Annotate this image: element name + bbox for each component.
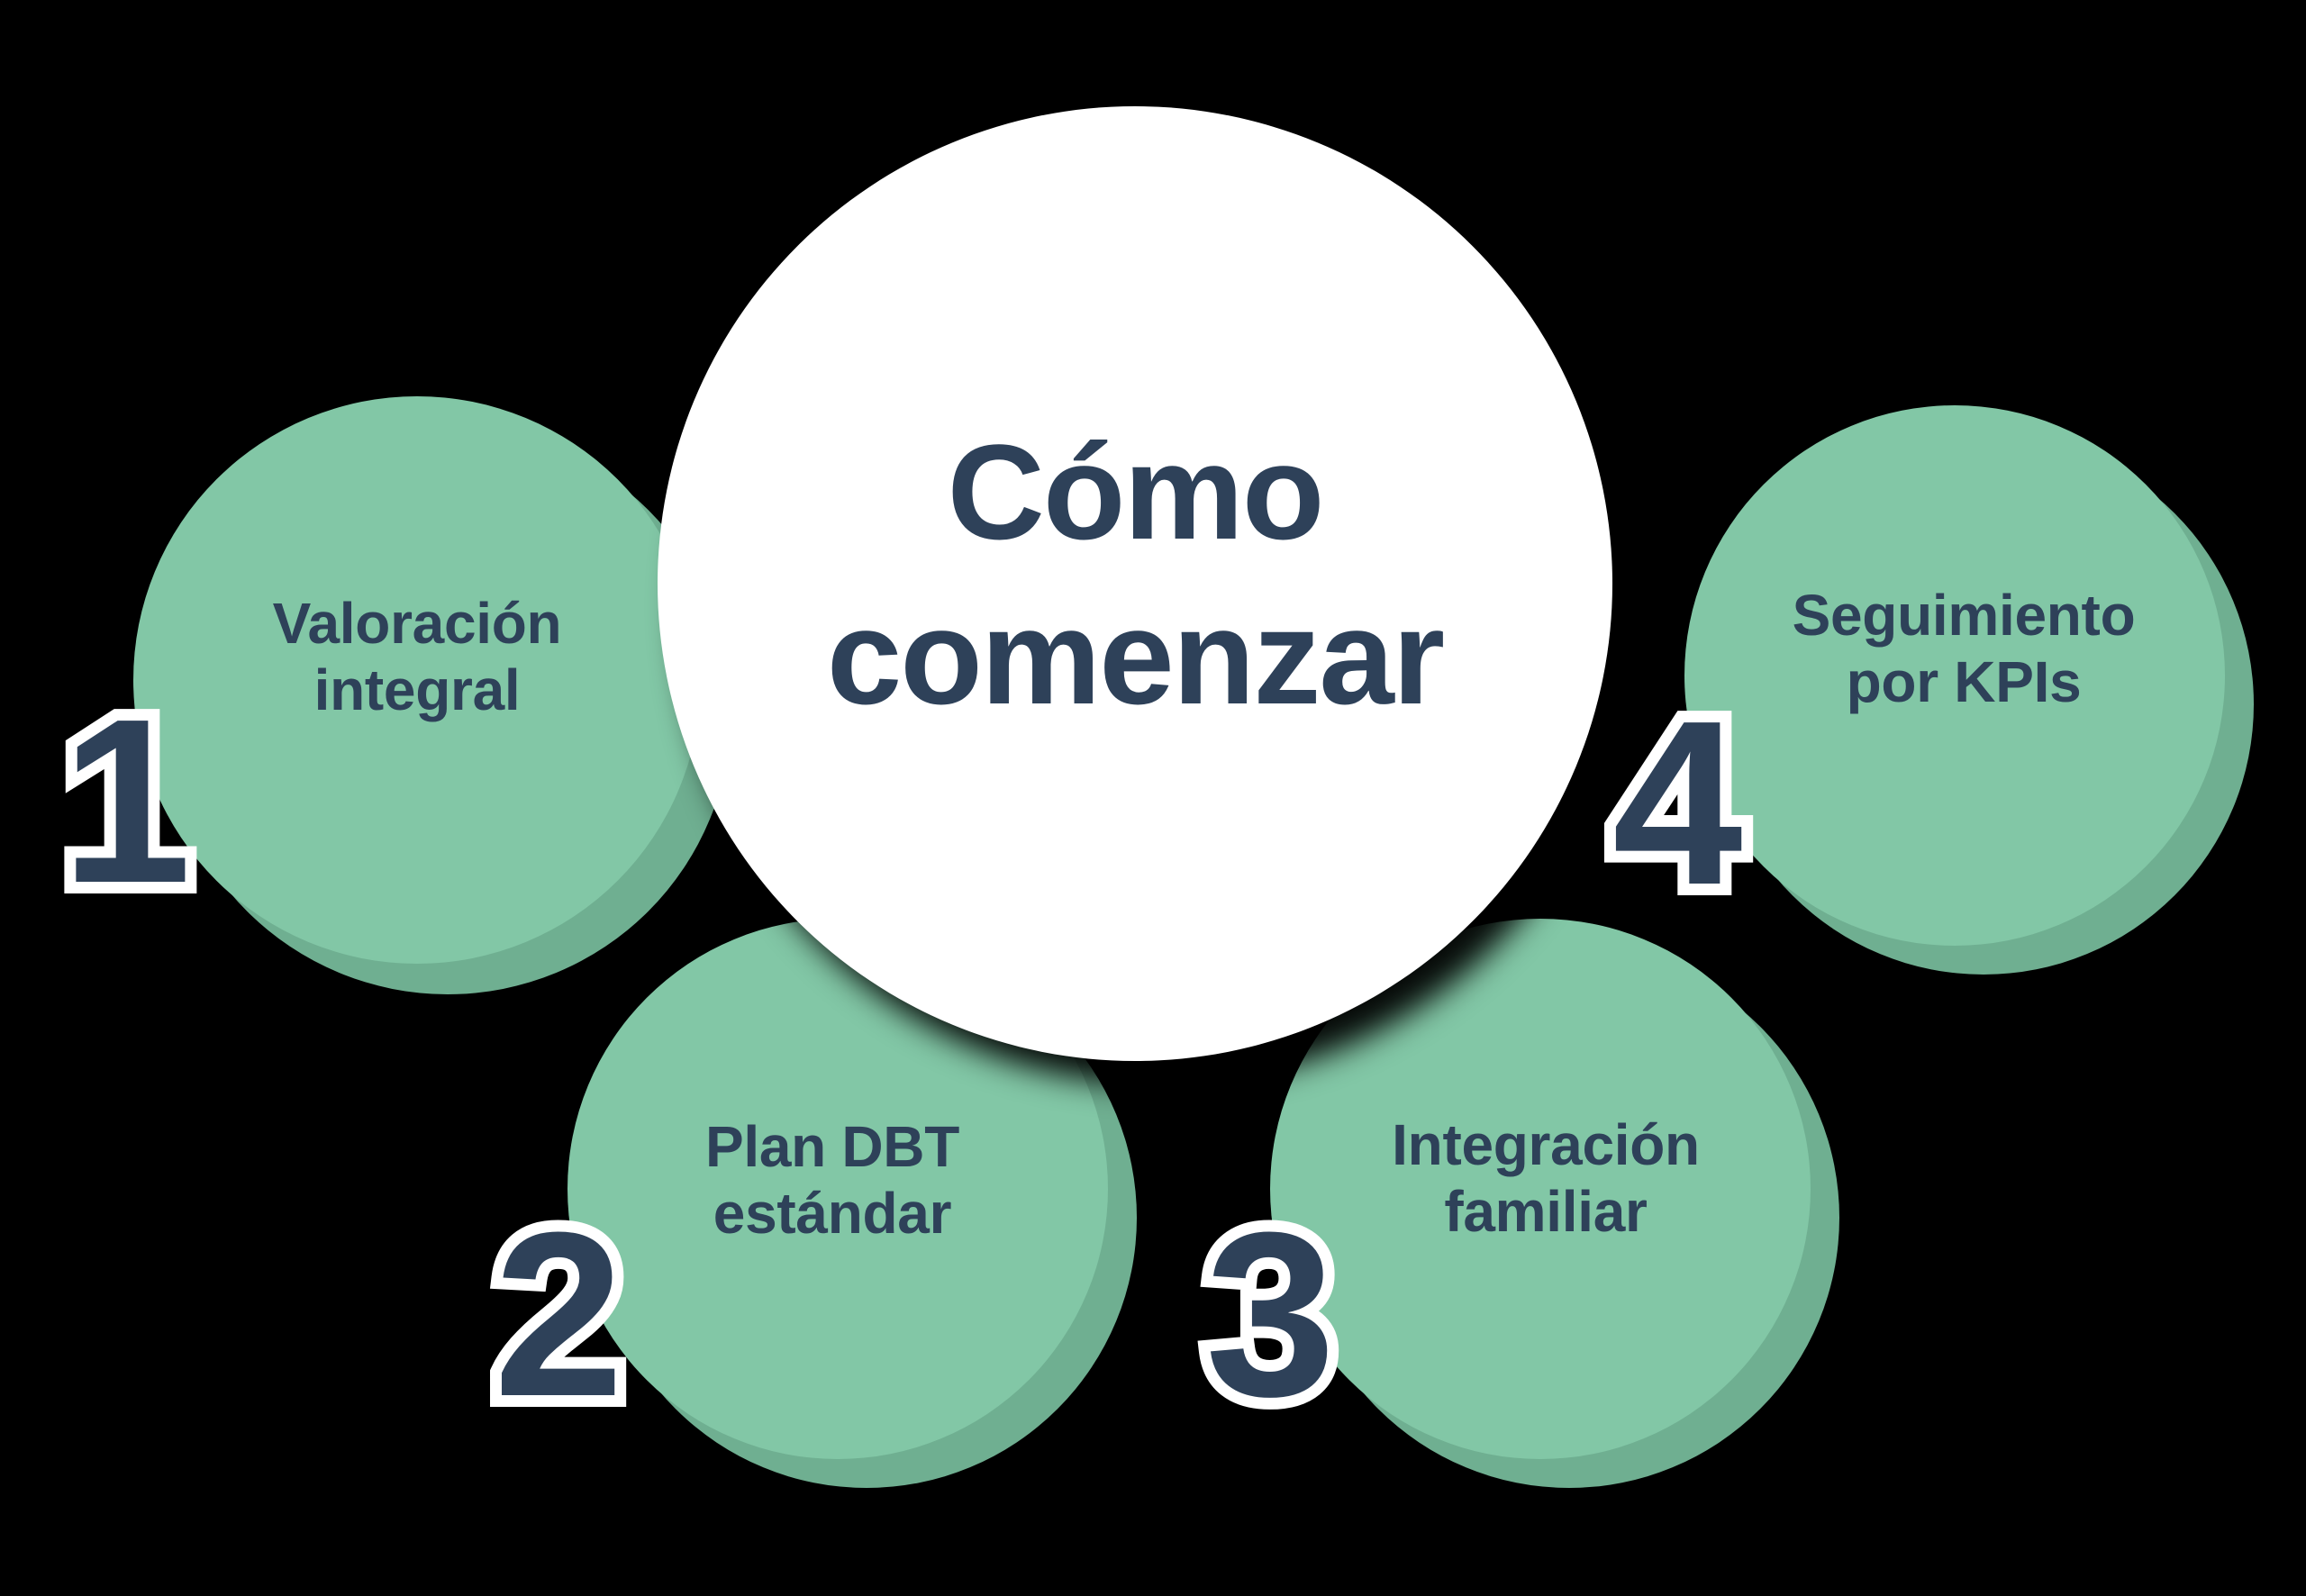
center-disc (658, 106, 1612, 1061)
step-3-label: Integración familiar (1392, 1111, 1700, 1244)
step-1-label: Valoración integral (272, 590, 562, 722)
step-number-4: 4 (1601, 673, 1755, 934)
step-number-3: 3 (1194, 1184, 1348, 1446)
step-number-2: 2 (482, 1184, 636, 1446)
step-1-disc (133, 396, 701, 964)
center-title: Cómo comenzar (826, 416, 1445, 732)
step-circle-3[interactable]: Integración familiar (1270, 919, 1839, 1488)
step-4-label: Seguimiento por KPIs (1792, 582, 2136, 714)
center-circle[interactable]: Cómo comenzar (658, 106, 1612, 1061)
step-circle-1[interactable]: Valoración integral (133, 396, 731, 994)
step-circle-4[interactable]: Seguimiento por KPIs (1684, 405, 2254, 975)
step-3-disc (1270, 919, 1811, 1459)
step-2-label: Plan DBT estándar (704, 1113, 960, 1246)
step-number-1: 1 (50, 671, 204, 932)
step-4-disc (1684, 405, 2225, 946)
